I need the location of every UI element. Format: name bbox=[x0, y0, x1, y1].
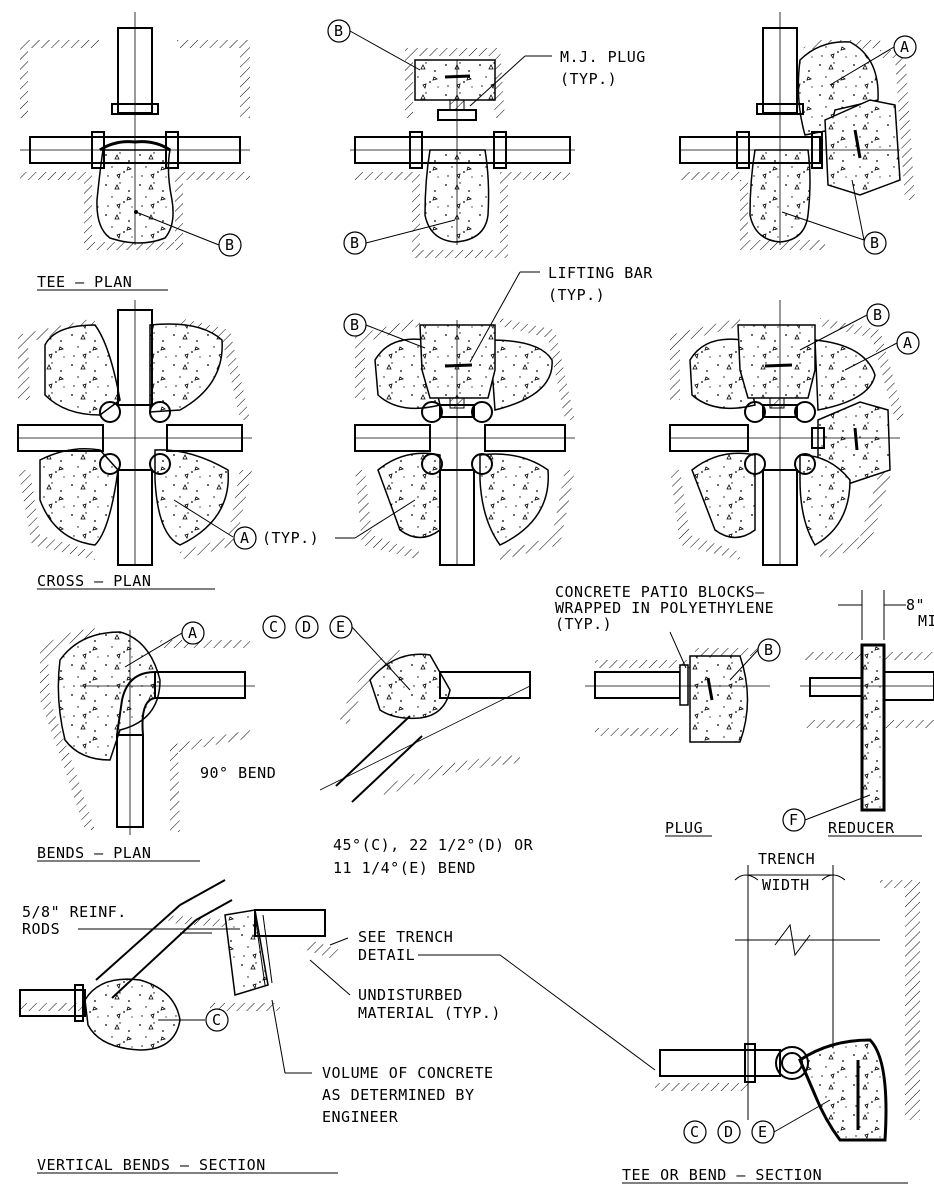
bubble-b: B bbox=[870, 234, 880, 252]
bubble-c: C bbox=[212, 1011, 222, 1029]
typ-note: (TYP.) bbox=[262, 529, 319, 547]
bubble-c: C bbox=[269, 618, 279, 636]
bubble-a: A bbox=[240, 529, 250, 547]
bubble-a: A bbox=[188, 624, 198, 642]
bend-45-label-2: 11 1/4°(E) BEND bbox=[333, 859, 476, 877]
bend-90-label: 90° BEND bbox=[200, 764, 276, 782]
bubble-e: E bbox=[758, 1123, 768, 1141]
title-tee-bend-section: TEE OR BEND – SECTION bbox=[622, 1166, 822, 1184]
bubble-f: F bbox=[789, 811, 799, 829]
title-bends-plan: BENDS – PLAN bbox=[37, 844, 151, 862]
trench-detail-note-2: DETAIL bbox=[358, 946, 415, 964]
cross-plan-b: B LIFTING BAR (TYP.) bbox=[335, 264, 653, 566]
patio-block-note: CONCRETE PATIO BLOCKS– bbox=[555, 583, 765, 601]
tee-plan-c: A B bbox=[679, 12, 917, 255]
tee-plan-a: B bbox=[20, 12, 250, 257]
bubble-b: B bbox=[873, 306, 883, 324]
bubble-b: B bbox=[334, 22, 344, 40]
patio-block-note-3: (TYP.) bbox=[555, 615, 612, 633]
title-cross-plan: CROSS – PLAN bbox=[37, 572, 151, 590]
title-vertical-bends: VERTICAL BENDS – SECTION bbox=[37, 1156, 266, 1174]
trench-width-note-2: WIDTH bbox=[762, 876, 810, 894]
reducer-plan: 8" MI F REDUCER bbox=[782, 590, 934, 837]
bubble-e: E bbox=[336, 618, 346, 636]
bubble-c: C bbox=[690, 1123, 700, 1141]
patio-block-note-2: WRAPPED IN POLYETHYLENE bbox=[555, 599, 774, 617]
cross-plan-a: A (TYP.) bbox=[17, 300, 319, 566]
mj-plug-note-typ: (TYP.) bbox=[560, 70, 617, 88]
bubble-a: A bbox=[903, 334, 913, 352]
min-width-note-2: MI bbox=[918, 612, 934, 630]
min-width-note: 8" bbox=[906, 596, 925, 614]
mj-plug-note: M.J. PLUG bbox=[560, 48, 646, 66]
volume-note-3: ENGINEER bbox=[322, 1108, 399, 1126]
cross-plan-c: B A bbox=[669, 300, 920, 566]
plug-plan: B CONCRETE PATIO BLOCKS– WRAPPED IN POLY… bbox=[555, 583, 781, 837]
undisturbed-note-2: MATERIAL (TYP.) bbox=[358, 1004, 501, 1022]
trench-width-note: TRENCH bbox=[758, 850, 815, 868]
tee-plan-b: B M.J. PLUG (TYP.) B bbox=[327, 19, 646, 258]
bend-90-plan: A 90° BEND bbox=[40, 621, 276, 835]
tee-bend-section: TRENCH WIDTH C D E TEE OR BEND – SECTION bbox=[622, 850, 920, 1184]
lifting-bar-note-typ: (TYP.) bbox=[548, 286, 605, 304]
bubble-b: B bbox=[764, 641, 774, 659]
title-tee-plan: TEE – PLAN bbox=[37, 273, 132, 291]
title-reducer: REDUCER bbox=[828, 819, 895, 837]
bubble-b: B bbox=[225, 236, 235, 254]
volume-note-2: AS DETERMINED BY bbox=[322, 1086, 475, 1104]
lifting-bar-note: LIFTING BAR bbox=[548, 264, 653, 282]
bubble-d: D bbox=[302, 618, 312, 636]
trench-detail-note: SEE TRENCH bbox=[358, 928, 453, 946]
volume-note: VOLUME OF CONCRETE bbox=[322, 1064, 494, 1082]
reinf-rods-note-2: RODS bbox=[22, 920, 60, 938]
bend-45-plan: C D E 45°(C), 22 1/2°(D) OR 11 1/4°(E) B… bbox=[262, 615, 534, 877]
vertical-bends-section: C 5/8" REINF. RODS SEE TRENCH DETAIL UND… bbox=[19, 879, 656, 1174]
reinf-rods-note: 5/8" REINF. bbox=[22, 903, 127, 921]
title-plug: PLUG bbox=[665, 819, 703, 837]
bubble-d: D bbox=[724, 1123, 734, 1141]
undisturbed-note: UNDISTURBED bbox=[358, 986, 463, 1004]
bubble-b: B bbox=[350, 316, 360, 334]
bubble-b: B bbox=[350, 234, 360, 252]
bend-45-label: 45°(C), 22 1/2°(D) OR bbox=[333, 836, 534, 854]
bubble-a: A bbox=[900, 38, 910, 56]
